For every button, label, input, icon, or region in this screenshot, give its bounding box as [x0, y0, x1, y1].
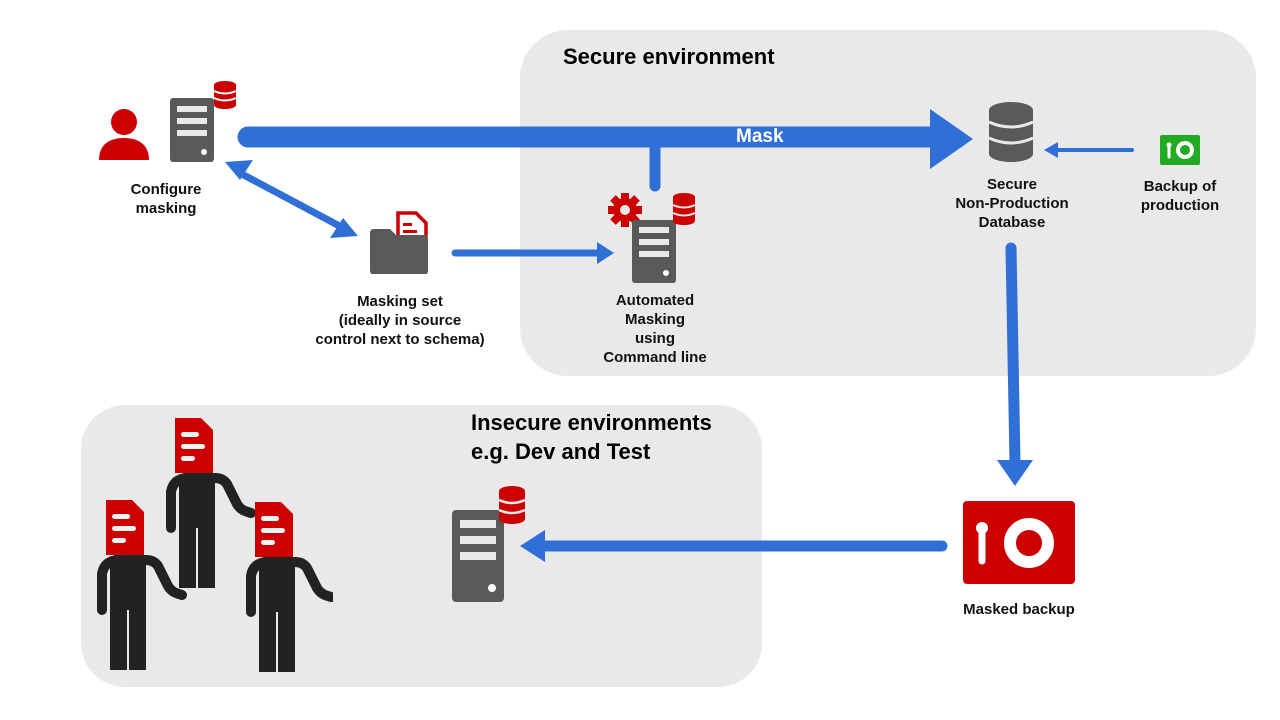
secure-db-label-line2: Non-Production — [955, 195, 1069, 212]
automated-label-line2: Masking — [624, 311, 685, 328]
developer-person — [171, 418, 251, 588]
server-icon — [170, 98, 214, 162]
database-icon — [672, 193, 696, 225]
server-icon — [452, 510, 504, 602]
automated-masking-label: Automated Masking using Command line — [595, 291, 715, 367]
masking-set-label-line3: control next to schema) — [315, 331, 485, 348]
server-icon — [632, 220, 676, 283]
masked-backup-dev-server-arrow — [520, 530, 948, 562]
masking-set-label-line2: (ideally in source — [338, 312, 462, 329]
backup-icon — [1160, 135, 1200, 165]
masking-set-automated-arrow — [451, 242, 614, 264]
insecure-environments-subtitle: e.g. Dev and Test — [471, 439, 651, 464]
database-icon — [988, 102, 1034, 162]
mask-arrow-head — [930, 109, 973, 169]
insecure-environments-title: Insecure environments — [471, 410, 712, 435]
secure-db-label-line3: Database — [978, 214, 1046, 231]
prod-backup-label-line1: Backup of — [1143, 178, 1217, 195]
prod-backup-secure-db-arrow — [1044, 142, 1134, 158]
mask-arrow-label: Mask — [736, 126, 784, 147]
person-icon — [99, 109, 149, 160]
masking-set-label-line1: Masking set — [357, 293, 443, 310]
automated-label-line4: Command line — [603, 349, 707, 366]
folder-icon — [370, 229, 428, 274]
secure-environment-title: Secure environment — [563, 44, 775, 69]
automated-label-line3: using — [635, 330, 675, 347]
secure-db-label-line1: Secure — [986, 176, 1038, 193]
prod-backup-label: Backup of production — [1120, 177, 1240, 215]
developer-person — [251, 502, 331, 672]
database-icon — [498, 486, 526, 524]
configure-masking-set-arrow — [225, 160, 358, 238]
gear-icon — [608, 193, 642, 227]
automated-label-line1: Automated — [615, 292, 695, 309]
secure-environment-panel — [520, 30, 1256, 376]
backup-icon — [963, 501, 1075, 584]
configure-label-line2: masking — [135, 200, 197, 217]
secure-db-label: Secure Non-Production Database — [952, 175, 1072, 232]
configure-masking-label: Configure masking — [116, 180, 216, 218]
masking-set-icon — [370, 211, 428, 274]
masked-backup-label: Masked backup — [963, 601, 1075, 618]
developers-group — [88, 416, 333, 672]
mask-arrow — [237, 109, 973, 169]
configure-label-line1: Configure — [130, 181, 202, 198]
database-icon — [213, 81, 237, 109]
secure-db-masked-backup-arrow — [997, 242, 1033, 486]
prod-backup-label-line2: production — [1140, 197, 1220, 214]
masking-set-label: Masking set (ideally in source control n… — [290, 292, 510, 349]
